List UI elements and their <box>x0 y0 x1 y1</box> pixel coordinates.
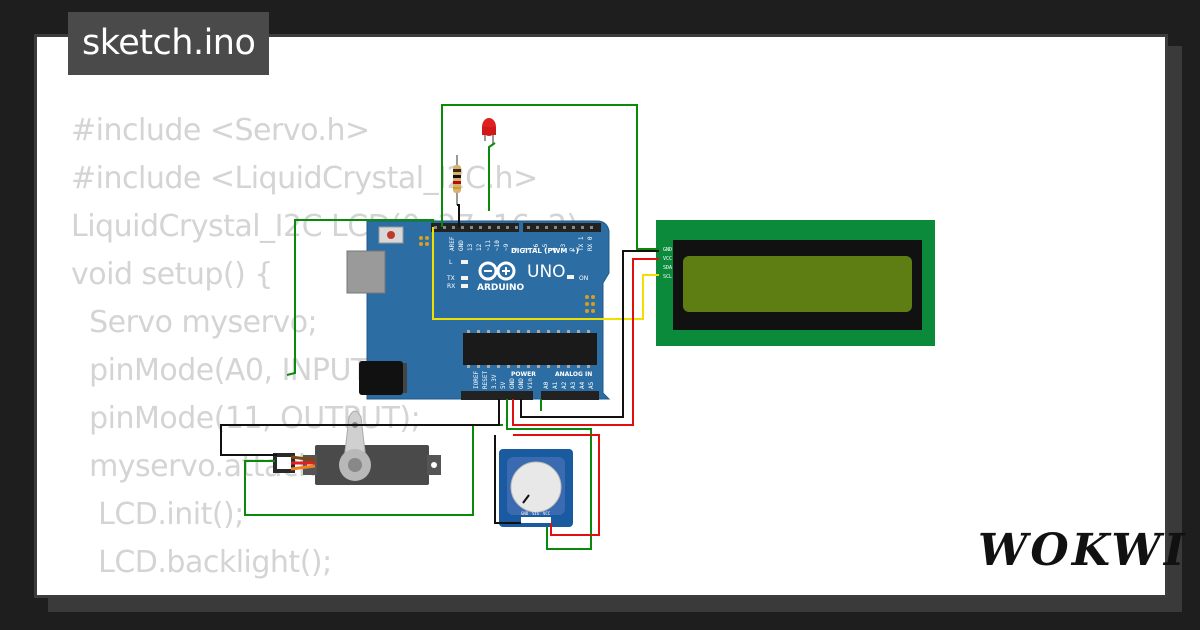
pin-label: A1 <box>552 381 559 389</box>
pin-label: ~11 <box>485 240 492 251</box>
wire-black[interactable] <box>520 250 659 418</box>
lcd-screen <box>683 256 912 312</box>
pin-label: RX 0 <box>587 236 594 251</box>
board-model: UNO <box>527 262 566 282</box>
power-jack <box>359 361 403 395</box>
onboard-leds: L TX RX ON <box>446 259 588 290</box>
pin-label: ~3 <box>560 243 567 251</box>
pin-label: ~10 <box>494 240 501 251</box>
analog-label: ANALOG IN <box>555 371 592 378</box>
wire-red[interactable] <box>513 434 600 536</box>
lcd-pin-label: GND <box>663 247 672 253</box>
pot-pin-label: VCC <box>543 511 551 516</box>
power-label: POWER <box>511 371 536 378</box>
lcd1602-display[interactable]: GND VCC SDA SCL <box>656 220 935 346</box>
wire-red[interactable] <box>512 258 659 426</box>
svg-text:ON: ON <box>579 275 588 282</box>
pin-label: 4 <box>551 247 558 251</box>
red-led[interactable] <box>482 118 496 145</box>
wire-green[interactable] <box>488 142 496 211</box>
pin-label: GND <box>458 240 465 251</box>
code-line: #include <LiquidCrystal_I2C.h> <box>71 161 538 196</box>
digital-header-left <box>431 223 519 232</box>
code-line: void setup() { <box>71 257 273 292</box>
code-line: LCD.backlight(); <box>71 545 332 580</box>
pin-label: TX 1 <box>578 236 585 251</box>
pin-label: 8 <box>512 247 519 251</box>
usb-port <box>346 250 386 294</box>
lcd-pin-label: SDA <box>663 265 672 271</box>
wire-green[interactable] <box>441 104 659 250</box>
pin-label: A3 <box>570 381 577 389</box>
pin-label: A5 <box>588 381 595 389</box>
circuit-canvas[interactable]: AREF GND 13 12 ~11 ~10 ~9 8 7 ~6 ~5 4 ~3… <box>37 37 1168 598</box>
wires[interactable] <box>220 104 659 550</box>
pot-pin-label: SIG <box>532 511 540 516</box>
wire-black[interactable] <box>494 435 521 524</box>
wire-black[interactable] <box>220 399 500 456</box>
wire-black[interactable] <box>457 204 460 227</box>
reset-button-cap[interactable] <box>387 231 395 239</box>
code-line: LCD.init(); <box>71 497 244 532</box>
potentiometer-knob[interactable] <box>510 461 562 513</box>
lcd-pin-label: VCC <box>663 256 672 262</box>
pin-label: ~6 <box>533 243 540 251</box>
pin-label: AREF <box>449 236 456 251</box>
pin-label: A2 <box>561 381 568 389</box>
pin-label: 5V <box>500 381 507 389</box>
svg-text:L: L <box>449 259 453 266</box>
preview-card: #include <Servo.h> #include <LiquidCrysta… <box>34 34 1168 598</box>
pin-label: Vin <box>527 378 534 389</box>
pin-label: RESET <box>482 371 489 389</box>
lcd-pin-label: SCL <box>663 274 672 280</box>
icsp-header <box>419 236 595 313</box>
pin-label: GND <box>509 378 516 389</box>
digital-label: DIGITAL (PWM ~) <box>511 247 579 255</box>
digital-header-right <box>523 223 601 232</box>
board-brand: ARDUINO <box>477 283 525 293</box>
pin-label: ~9 <box>503 243 510 251</box>
potentiometer[interactable]: GND SIG VCC <box>499 449 573 527</box>
pin-label: A0 <box>543 381 550 389</box>
pin-label: 7 <box>524 247 531 251</box>
arduino-uno-board[interactable]: AREF GND 13 12 ~11 ~10 ~9 8 7 ~6 ~5 4 ~3… <box>346 220 611 400</box>
pin-label: A4 <box>579 381 586 389</box>
arduino-logo <box>478 261 516 281</box>
pot-pin-label: GND <box>521 511 529 516</box>
wire-yellow[interactable] <box>432 227 659 320</box>
resistor[interactable] <box>453 155 461 205</box>
wire-green[interactable] <box>506 399 592 550</box>
pin-label: ~5 <box>542 243 549 251</box>
power-header <box>461 391 533 400</box>
servo-motor[interactable] <box>273 410 441 485</box>
svg-text:TX: TX <box>446 275 455 282</box>
pin-label: GND <box>518 378 525 389</box>
analog-header <box>541 391 599 400</box>
svg-text:RX: RX <box>447 283 455 290</box>
wokwi-logo: WOKWI <box>978 525 1188 576</box>
pin-label: 3.3V <box>491 374 498 389</box>
code-line: #include <Servo.h> <box>71 113 370 148</box>
microcontroller-chip <box>463 333 597 365</box>
pin-label: IOREF <box>473 371 480 389</box>
code-line: pinMode(11, OUTPUT); <box>71 401 421 436</box>
pin-label: 12 <box>476 243 483 251</box>
file-name-tab[interactable]: sketch.ino <box>68 12 270 75</box>
pin-label: 2 <box>569 247 576 251</box>
wire-green[interactable] <box>286 219 434 376</box>
pin-label: 13 <box>467 243 474 251</box>
